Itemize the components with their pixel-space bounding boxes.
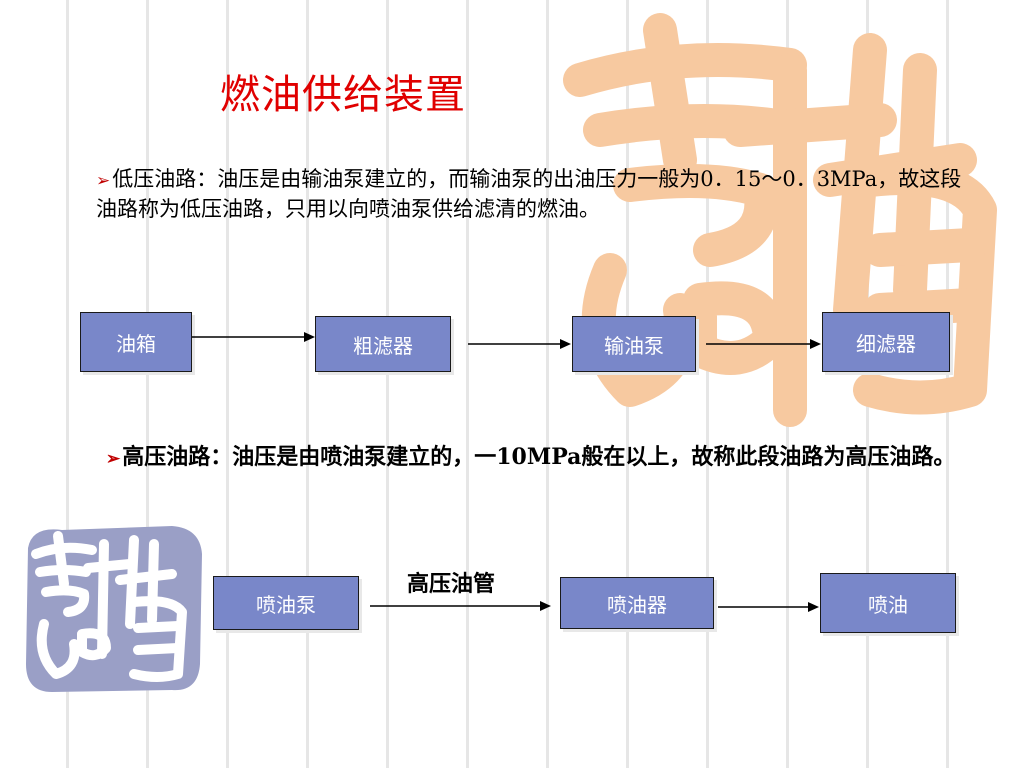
arrow-bullet-icon: ➢ [106, 449, 121, 469]
flow-arrow-5 [718, 602, 819, 612]
arrow-bullet-icon: ➢ [96, 171, 111, 191]
low-pressure-description: ➢低压油路：油压是由输油泵建立的，而输油泵的出油压力一般为0．15～0．3MPa… [96, 165, 966, 223]
flow-arrow-3 [706, 339, 821, 349]
flow-box-injection: 喷油 [820, 573, 956, 633]
low-pressure-text: 低压油路：油压是由输油泵建立的，而输油泵的出油压力一般为0．15～0．3MPa，… [96, 167, 962, 221]
flow-box-transfer-pump: 输油泵 [572, 316, 696, 372]
page-title: 燃油供给装置 [220, 72, 466, 118]
high-pressure-pipe-label: 高压油管 [407, 571, 496, 597]
flow-box-injector: 喷油器 [560, 577, 714, 629]
flow-arrow-1 [192, 332, 315, 342]
purple-logo-stamp [26, 526, 202, 692]
high-pressure-description: ➢高压油路：油压是由喷油泵建立的，一10MPa般在以上，故称此段油路为高压油路。 [106, 440, 966, 476]
flow-box-fuel-tank: 油箱 [80, 312, 192, 372]
high-pressure-text: 高压油路：油压是由喷油泵建立的，一10MPa般在以上，故称此段油路为高压油路。 [122, 444, 956, 470]
flow-box-coarse-filter: 粗滤器 [315, 316, 451, 372]
flow-box-injection-pump: 喷油泵 [213, 576, 359, 630]
flow-box-fine-filter: 细滤器 [822, 312, 950, 372]
flow-arrow-4 [370, 601, 551, 611]
flow-arrow-2 [468, 339, 571, 349]
